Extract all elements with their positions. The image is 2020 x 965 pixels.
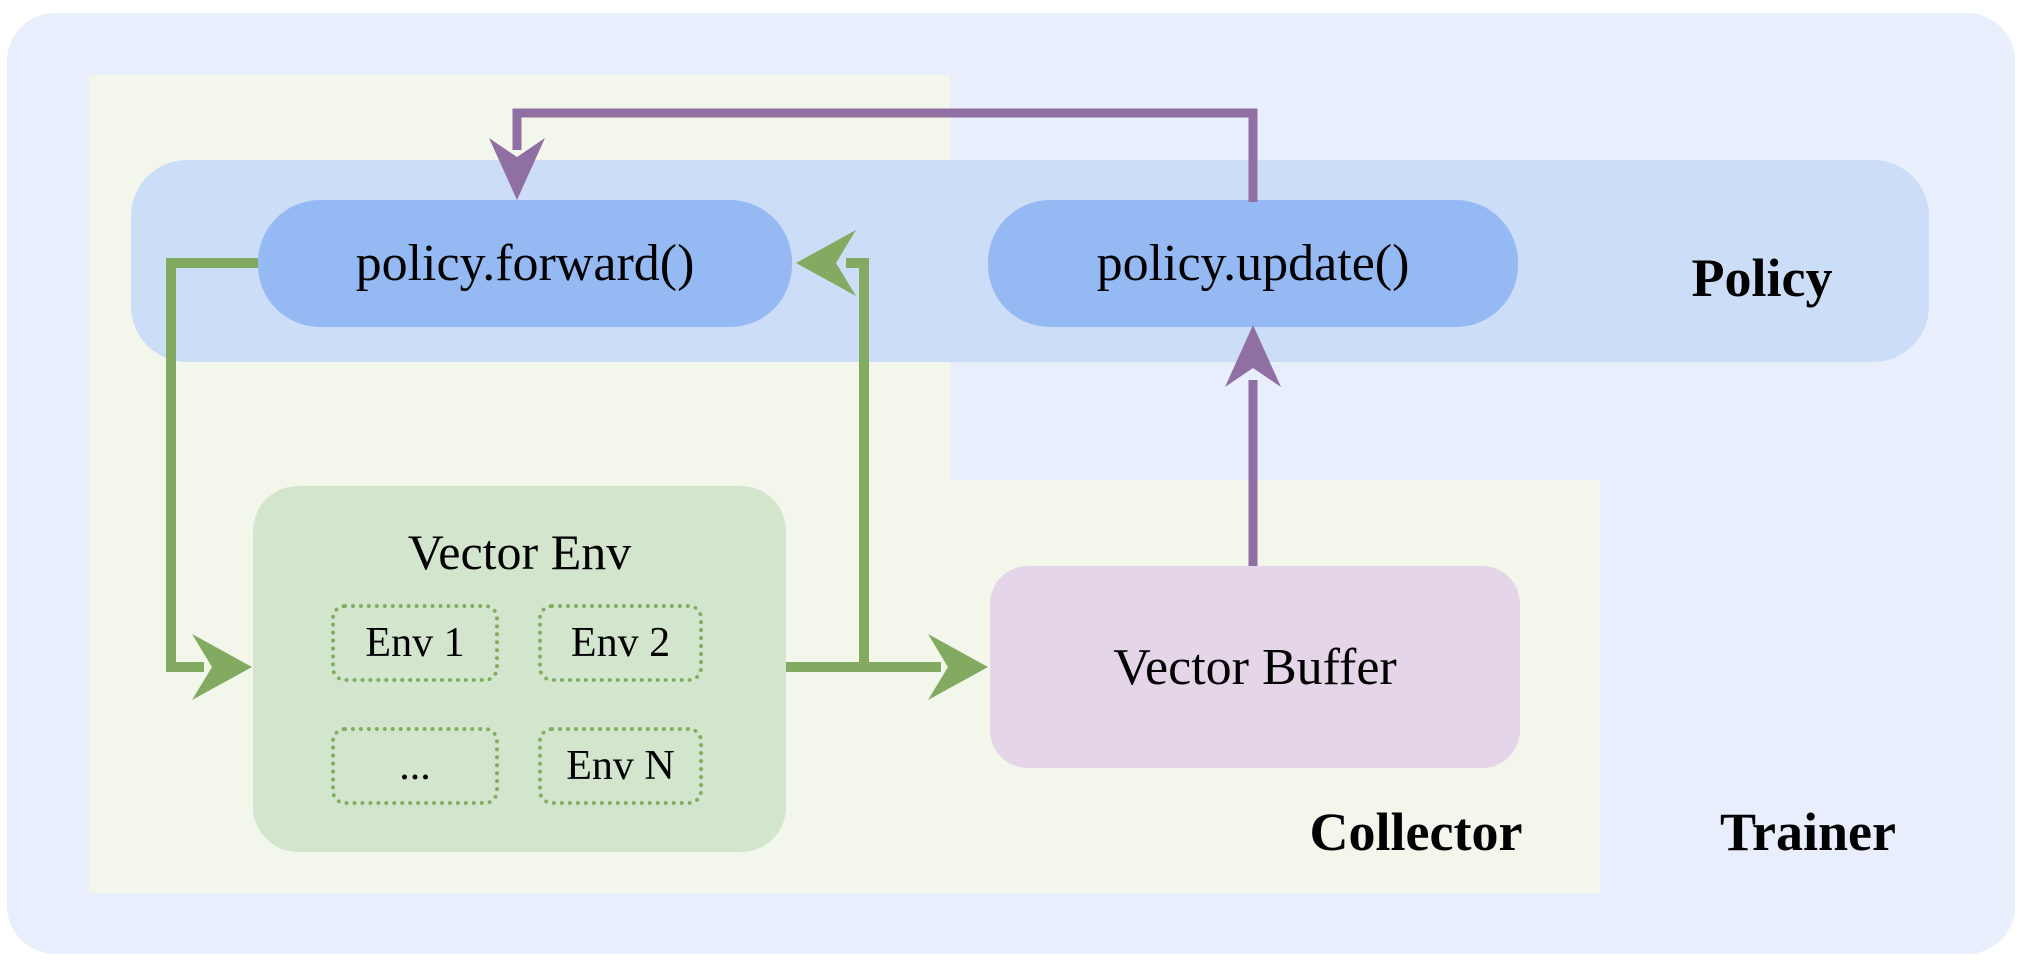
env-n-label: Env N <box>566 743 675 789</box>
env-1-label: Env 1 <box>365 620 465 666</box>
policy-forward-label: policy.forward() <box>355 235 695 292</box>
policy-section-label: Policy <box>1691 248 1833 308</box>
vector-buffer-node: Vector Buffer <box>990 566 1520 768</box>
policy-update-label: policy.update() <box>1096 235 1410 292</box>
env-cell-1: Env 1 <box>331 604 499 682</box>
vector-env-title: Vector Env <box>407 524 632 580</box>
policy-update-node: policy.update() <box>988 200 1518 327</box>
env-ellipsis-label: ... <box>399 743 431 789</box>
trainer-section-label: Trainer <box>1720 802 1896 862</box>
env-cell-n: Env N <box>538 727 703 805</box>
env-2-label: Env 2 <box>570 620 671 666</box>
env-cell-ellipsis: ... <box>331 727 499 805</box>
policy-forward-node: policy.forward() <box>258 200 792 327</box>
env-cell-2: Env 2 <box>538 604 703 682</box>
collector-section-label: Collector <box>1309 802 1523 862</box>
vector-buffer-label: Vector Buffer <box>1113 638 1397 696</box>
